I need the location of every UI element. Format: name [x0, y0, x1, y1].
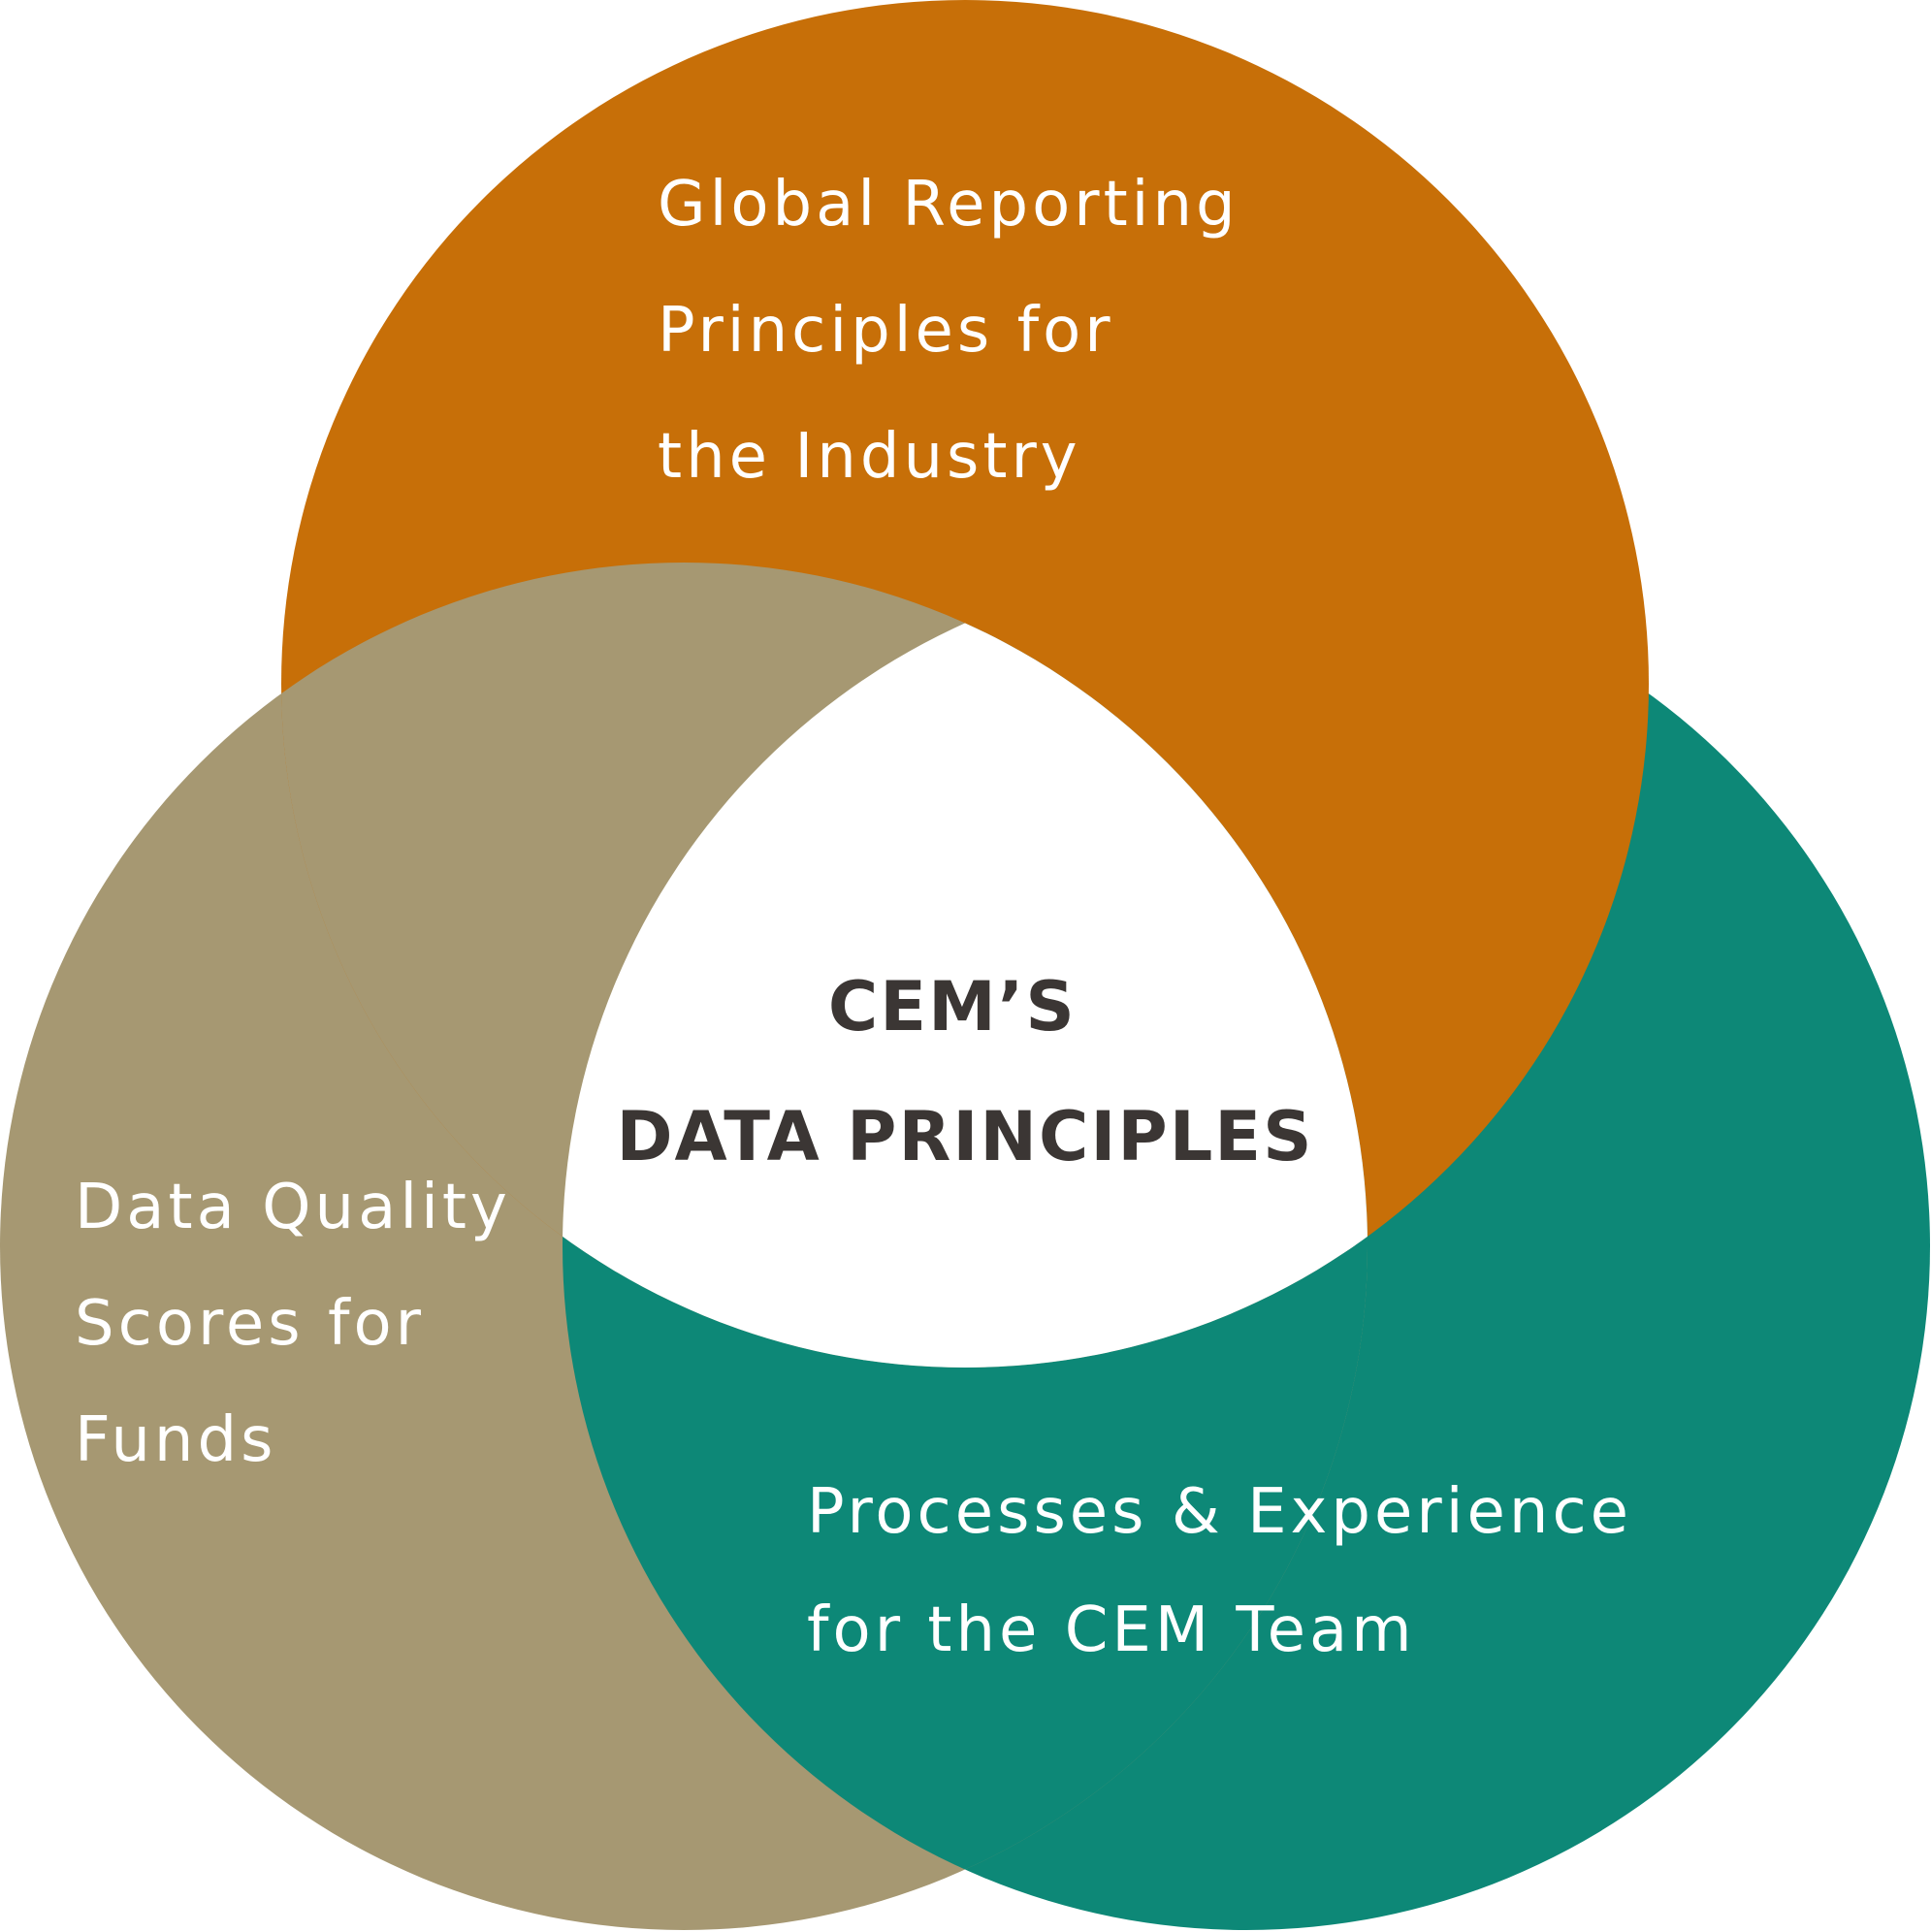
left-label-line-3: Funds [75, 1404, 276, 1476]
left-label-line-1: Data Quality [75, 1172, 511, 1243]
top-label-line-3: the Industry [658, 421, 1081, 493]
bottom-right-circle-label: Processes & Experience for the CEM Team [807, 1476, 1656, 1666]
center-label-line-1: CEM’S [828, 967, 1077, 1046]
top-label-line-1: Global Reporting [658, 169, 1239, 241]
left-circle-label: Data Quality Scores for Funds [75, 1172, 534, 1476]
center-label-line-2: DATA PRINCIPLES [616, 1097, 1313, 1176]
left-label-line-2: Scores for [75, 1288, 425, 1360]
top-label-line-2: Principles for [658, 295, 1114, 367]
bottom-right-label-line-1: Processes & Experience [807, 1476, 1632, 1548]
top-circle-label: Global Reporting Principles for the Indu… [658, 169, 1263, 493]
bottom-right-label-line-2: for the CEM Team [807, 1594, 1416, 1666]
center-label: CEM’S DATA PRINCIPLES [616, 967, 1313, 1176]
